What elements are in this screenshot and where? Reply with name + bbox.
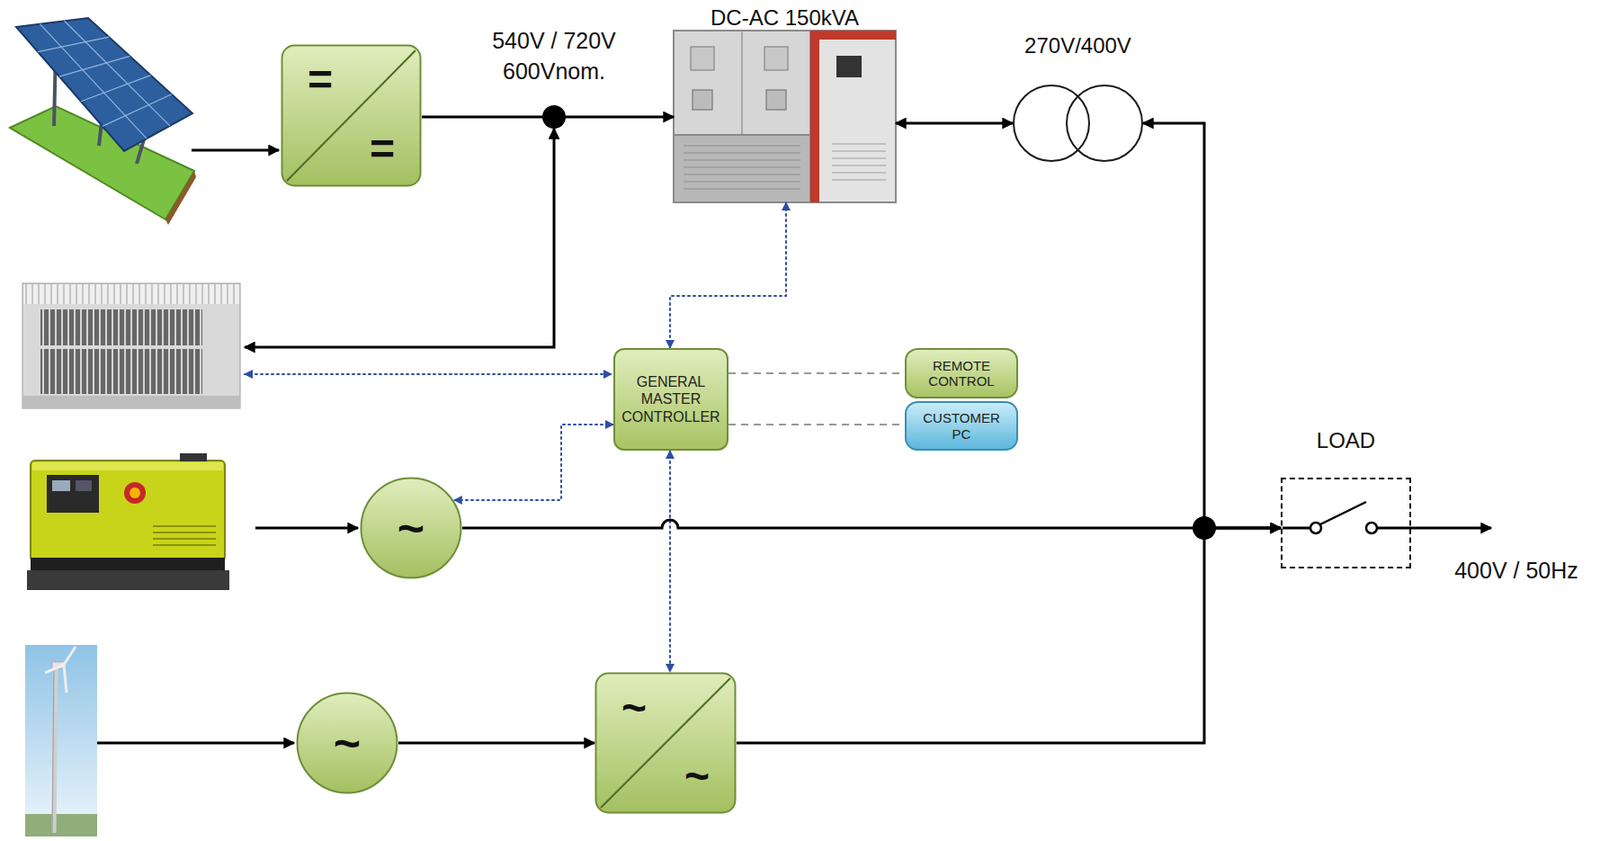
converter-symbol: ~ xyxy=(684,754,710,798)
connector xyxy=(398,741,595,745)
converter-outline xyxy=(280,44,422,188)
component-heading: LOAD xyxy=(1219,428,1473,454)
inverter-cabinet-illustration xyxy=(673,30,896,203)
diesel-generator xyxy=(26,453,230,590)
switch-symbol xyxy=(1282,501,1492,534)
inverter-cabinet: DC-AC 150kVA xyxy=(673,30,896,203)
ac-symbol: ~ xyxy=(333,719,361,767)
connector xyxy=(670,202,787,349)
converter-block: ~~ xyxy=(594,671,737,814)
converter-shape xyxy=(596,673,736,814)
converter-diagonal xyxy=(600,678,731,808)
connector xyxy=(736,527,1281,743)
connector xyxy=(1143,123,1281,528)
converter-block: == xyxy=(280,44,422,188)
converter-symbol: = xyxy=(369,127,395,171)
connector xyxy=(728,423,905,426)
battery-bank xyxy=(22,283,241,409)
connector xyxy=(462,519,1281,528)
winding xyxy=(1066,85,1143,161)
converter-shape xyxy=(282,45,421,187)
remote-box: REMOTE CONTROL xyxy=(904,348,1019,399)
voltage-label: 400V / 50Hz xyxy=(1444,554,1589,586)
feed-lines xyxy=(97,128,612,743)
converter-symbol: ~ xyxy=(621,686,647,730)
voltage-label: 540V / 720V 600Vnom. xyxy=(482,25,626,87)
controller-box: GENERAL MASTER CONTROLLER xyxy=(613,348,729,451)
connector xyxy=(454,424,614,501)
pc-box: CUSTOMER PC xyxy=(904,401,1019,451)
ac-symbol: ~ xyxy=(397,504,425,552)
junction-dot xyxy=(542,105,1216,540)
connector xyxy=(728,372,905,375)
solar-panel xyxy=(9,17,197,225)
connector xyxy=(421,116,674,119)
wind-turbine xyxy=(25,644,98,837)
converter-outline xyxy=(594,671,737,814)
transformer-symbol: 270V/400V xyxy=(1012,84,1144,162)
circle-shape xyxy=(361,478,462,579)
connector xyxy=(895,122,1013,126)
converter-diagonal xyxy=(286,50,416,181)
converter-symbol: = xyxy=(307,58,333,102)
alternator-circle: ~ xyxy=(359,476,463,580)
box-text: REMOTE CONTROL xyxy=(919,357,1004,390)
transformer-coils xyxy=(1012,84,1144,162)
load-switch: LOAD xyxy=(1280,477,1412,569)
box-text: GENERAL MASTER CONTROLLER xyxy=(620,373,722,426)
component-heading: 270V/400V xyxy=(949,33,1207,59)
box-text: CUSTOMER PC xyxy=(919,410,1004,442)
component-heading: DC-AC 150kVA xyxy=(610,5,959,31)
connector xyxy=(669,450,671,672)
alternator-circle: ~ xyxy=(295,691,399,795)
circle-shape xyxy=(297,693,398,794)
